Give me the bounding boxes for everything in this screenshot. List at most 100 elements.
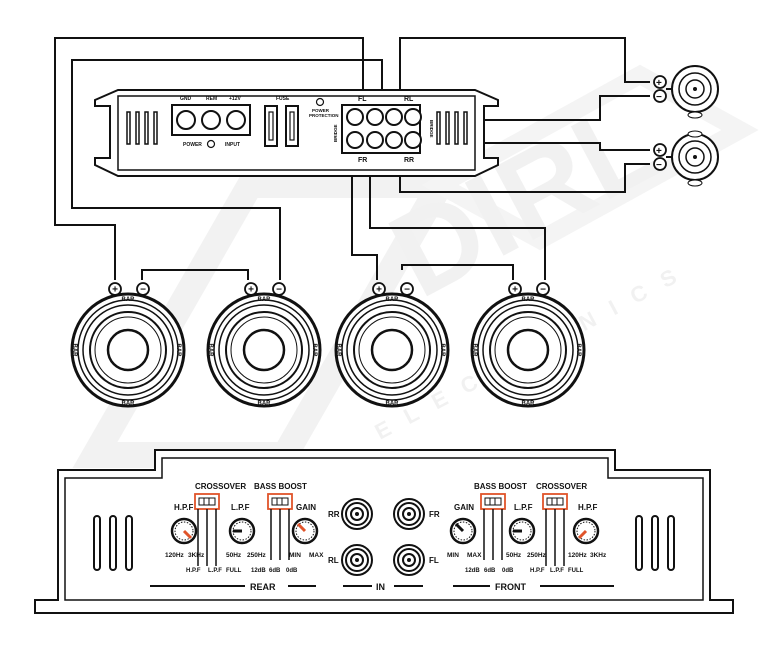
rear-bb-12: 12dB — [251, 568, 266, 574]
rear-gain-max: MAX — [309, 552, 324, 559]
woofer-1-brand-1: BAR — [122, 297, 136, 303]
tweeter-1-minus-icon: − — [656, 92, 662, 103]
gnd-terminal — [176, 110, 196, 130]
woofer-3-brand-2: BAR — [386, 401, 400, 407]
woofer-2-plus-icon: + — [248, 285, 254, 296]
rca-fr-jack[interactable] — [393, 498, 425, 530]
rear-section: CROSSOVER H.P.F 120Hz 3KHz H.P.F L.P.F F… — [150, 482, 324, 592]
front-lpf-knob[interactable] — [508, 517, 536, 545]
rem-terminal — [201, 110, 221, 130]
rear-hpf-label: H.P.F — [174, 503, 194, 512]
tweeter-1-plus-icon: + — [656, 78, 662, 89]
rear-hpf-max: 3KHz — [188, 552, 205, 559]
fuse-label: FUSE — [276, 96, 290, 102]
rear-switch-hpf: H.P.F — [186, 568, 201, 574]
ch-fr-label: FR — [358, 157, 367, 164]
front-lpf-max: 250Hz — [527, 552, 547, 559]
front-bb-0: 0dB — [502, 568, 514, 574]
power-led-icon — [206, 139, 216, 149]
rear-gain-min: MIN — [289, 552, 301, 559]
woofer-2-minus-icon: − — [276, 285, 282, 296]
woofer-2-brand-1: BAR — [258, 297, 272, 303]
fuse-1-icon — [264, 105, 278, 147]
top-amp-vents-right — [436, 111, 468, 145]
front-hpf-knob[interactable] — [572, 517, 600, 545]
front-switch-full: FULL — [568, 568, 584, 574]
protection-line-2: PROTECTION — [309, 113, 339, 118]
rear-hpf-knob[interactable] — [170, 517, 198, 545]
speaker-terminals — [346, 108, 422, 149]
power-terminal-block — [171, 104, 251, 136]
rear-bb-0: 0dB — [286, 568, 298, 574]
in-rr-label: RR — [328, 510, 340, 519]
speaker-terminal-block — [341, 104, 421, 154]
woofer-4-brand-4: BAR — [575, 344, 581, 358]
front-bass-boost-label: BASS BOOST — [474, 482, 527, 491]
front-bb-12: 12dB — [465, 568, 480, 574]
in-section: RR FR RL FL IN — [328, 498, 440, 592]
bottom-amp-vents-right — [635, 515, 675, 571]
front-section: GAIN MIN MAX BASS BOOST 12dB 6dB 0dB L.P… — [447, 482, 614, 592]
in-rl-label: RL — [328, 556, 339, 565]
front-section-label: FRONT — [495, 582, 526, 592]
rear-lpf-label: L.P.F — [231, 503, 250, 512]
bridge-left-label: BRIDGE — [333, 124, 338, 142]
ch-rr-label: RR — [404, 157, 414, 164]
plus12v-label: +12V — [229, 96, 241, 102]
woofer-3-brand-3: BAR — [335, 344, 341, 358]
rca-fl-jack[interactable] — [393, 544, 425, 576]
in-fl-label: FL — [429, 556, 439, 565]
fuse-2-icon — [285, 105, 299, 147]
woofer-1-minus-icon: − — [140, 285, 146, 296]
tweeter-1-plus-terminal — [653, 75, 667, 89]
tweeter-2-plus-terminal — [653, 143, 667, 157]
tweeter-2-plus-icon: + — [656, 146, 662, 157]
bridge-right-label: BRIDGE — [429, 120, 434, 138]
rear-lpf-min: 50Hz — [226, 552, 242, 559]
woofer-3-brand-1: BAR — [386, 297, 400, 303]
woofer-4-brand-1: BAR — [522, 297, 536, 303]
rear-bb-6: 6dB — [269, 568, 281, 574]
front-hpf-max: 3KHz — [590, 552, 607, 559]
front-hpf-label: H.P.F — [578, 503, 598, 512]
protection-line-1: POWER — [312, 108, 330, 113]
tweeter-2-minus-terminal — [653, 157, 667, 171]
gnd-label: GND — [180, 96, 192, 102]
rear-switch-full: FULL — [226, 568, 242, 574]
front-lpf-min: 50Hz — [506, 552, 522, 559]
rear-bass-boost-label: BASS BOOST — [254, 482, 307, 491]
rear-gain-knob[interactable] — [291, 517, 319, 545]
woofer-4-brand-3: BAR — [471, 344, 477, 358]
power-label: POWER — [183, 142, 202, 148]
top-amplifier: GND REM +12V POWER INPUT FUSE POWER PROT… — [94, 89, 499, 177]
tweeter-1: + − — [653, 65, 719, 119]
woofer-2-brand-2: BAR — [258, 401, 272, 407]
in-section-label: IN — [376, 582, 385, 592]
tweeter-2: + − — [653, 130, 719, 187]
protection-led-icon — [315, 97, 325, 107]
top-amp-vents-left — [126, 111, 158, 145]
rca-rr-jack[interactable] — [341, 498, 373, 530]
front-gain-knob[interactable] — [449, 517, 477, 545]
bottom-amplifier: CROSSOVER H.P.F 120Hz 3KHz H.P.F L.P.F F… — [34, 449, 734, 614]
woofer-4-plus-icon: + — [512, 285, 518, 296]
front-hpf-min: 120Hz — [568, 552, 588, 559]
front-switch-lpf: L.P.F — [550, 568, 564, 574]
woofer-3-minus-icon: − — [404, 285, 410, 296]
ch-fl-label: FL — [358, 96, 367, 103]
front-bb-6: 6dB — [484, 568, 496, 574]
rear-switch-lpf: L.P.F — [208, 568, 222, 574]
rem-label: REM — [206, 96, 217, 102]
input-label: INPUT — [225, 142, 240, 148]
tweeter-1-minus-terminal — [653, 89, 667, 103]
woofer-4-brand-2: BAR — [522, 401, 536, 407]
rca-rl-jack[interactable] — [341, 544, 373, 576]
rear-lpf-knob[interactable] — [228, 517, 256, 545]
woofer-3-brand-4: BAR — [439, 344, 445, 358]
front-crossover-label: CROSSOVER — [536, 482, 587, 491]
woofer-2-brand-4: BAR — [311, 344, 317, 358]
front-gain-max: MAX — [467, 552, 482, 559]
